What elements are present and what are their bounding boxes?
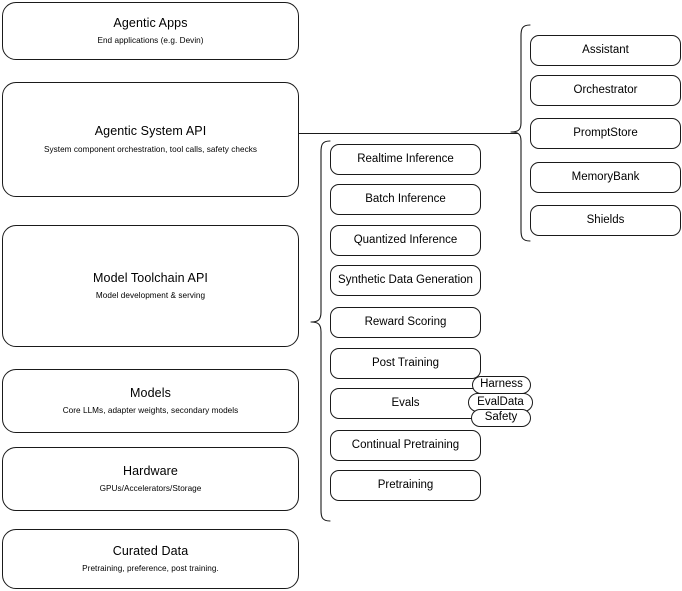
item-label: Post Training	[371, 357, 440, 370]
toolchain-item-pretraining[interactable]: Pretraining	[330, 470, 481, 501]
item-label: Orchestrator	[573, 84, 638, 97]
layer-subtitle: Pretraining, preference, post training.	[82, 564, 219, 574]
pill-label: Safety	[484, 411, 518, 424]
brace-agentic-system-components	[510, 24, 531, 242]
eval-pill-safety[interactable]: Safety	[471, 409, 531, 427]
layer-card-curated-data[interactable]: Curated Data Pretraining, preference, po…	[2, 529, 299, 589]
item-label: Quantized Inference	[353, 234, 458, 247]
layer-title: Agentic Apps	[113, 15, 188, 30]
toolchain-item-continual-pretraining[interactable]: Continual Pretraining	[330, 430, 481, 461]
toolchain-item-evals[interactable]: Evals	[330, 388, 481, 419]
layer-title: Model Toolchain API	[93, 270, 208, 285]
layer-subtitle: GPUs/Accelerators/Storage	[99, 484, 202, 494]
toolchain-item-synthetic-data-generation[interactable]: Synthetic Data Generation	[330, 265, 481, 296]
item-label: MemoryBank	[571, 171, 640, 184]
layer-card-agentic-system-api[interactable]: Agentic System API System component orch…	[2, 82, 299, 197]
layer-title: Agentic System API	[94, 124, 207, 139]
layer-card-model-toolchain-api[interactable]: Model Toolchain API Model development & …	[2, 225, 299, 347]
layer-subtitle: System component orchestration, tool cal…	[43, 144, 258, 154]
toolchain-item-quantized-inference[interactable]: Quantized Inference	[330, 225, 481, 256]
item-label: Assistant	[582, 44, 629, 57]
layer-title: Models	[130, 385, 171, 400]
layer-card-hardware[interactable]: Hardware GPUs/Accelerators/Storage	[2, 447, 299, 511]
layer-title: Curated Data	[112, 543, 189, 558]
system-item-assistant[interactable]: Assistant	[530, 35, 681, 66]
item-label: Reward Scoring	[364, 316, 447, 329]
layer-card-models[interactable]: Models Core LLMs, adapter weights, secon…	[2, 369, 299, 433]
system-item-shields[interactable]: Shields	[530, 205, 681, 236]
item-label: Continual Pretraining	[351, 439, 460, 452]
item-label: Realtime Inference	[357, 153, 454, 166]
toolchain-item-post-training[interactable]: Post Training	[330, 348, 481, 379]
layer-card-agentic-apps[interactable]: Agentic Apps End applications (e.g. Devi…	[2, 2, 299, 60]
layer-subtitle: Model development & serving	[95, 291, 206, 301]
item-label: Evals	[391, 397, 420, 410]
system-item-promptstore[interactable]: PromptStore	[530, 118, 681, 149]
item-label: Shields	[586, 214, 625, 227]
system-item-orchestrator[interactable]: Orchestrator	[530, 75, 681, 106]
item-label: Pretraining	[377, 479, 434, 492]
toolchain-item-realtime-inference[interactable]: Realtime Inference	[330, 144, 481, 175]
layer-title: Hardware	[123, 463, 178, 478]
item-label: PromptStore	[573, 127, 638, 140]
pill-label: EvalData	[477, 395, 524, 408]
eval-pill-harness[interactable]: Harness	[472, 376, 531, 394]
item-label: Batch Inference	[365, 193, 446, 206]
toolchain-item-batch-inference[interactable]: Batch Inference	[330, 184, 481, 215]
pill-label: Harness	[480, 378, 523, 391]
connector-system-api-to-components	[299, 133, 518, 134]
layer-subtitle: Core LLMs, adapter weights, secondary mo…	[62, 406, 239, 416]
toolchain-item-reward-scoring[interactable]: Reward Scoring	[330, 307, 481, 338]
brace-model-toolchain	[310, 140, 331, 522]
layer-subtitle: End applications (e.g. Devin)	[97, 36, 204, 46]
system-item-memorybank[interactable]: MemoryBank	[530, 162, 681, 193]
item-label: Synthetic Data Generation	[338, 274, 473, 287]
